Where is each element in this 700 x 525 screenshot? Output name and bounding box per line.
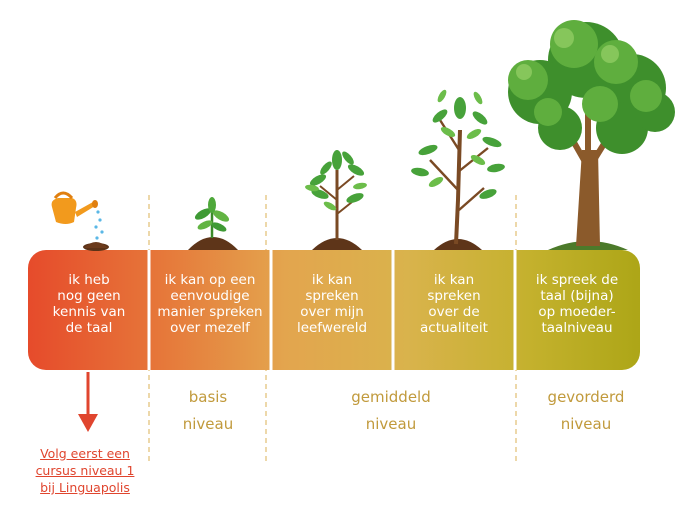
level-gemiddeld: gemiddeld niveau [351,388,431,433]
stage-label-5: ik spreek de taal (bijna) op moeder- taa… [535,272,619,336]
watering-can-icon [51,191,109,251]
level-basis: basis niveau [182,388,234,433]
stage-label-4: ik kan spreken over de actualiteit [420,272,488,336]
course-link[interactable]: Volg eerst een cursus niveau 1 bij Lingu… [35,446,135,495]
stage-label-3: ik kan spreken over mijn leefwereld [296,272,368,336]
medium-tree-icon [411,89,505,250]
progress-bar [28,250,640,370]
level-gevorderd: gevorderd niveau [547,388,625,433]
seedling-icon [188,197,238,250]
stage-label-2: ik kan op een eenvoudige manier spreken … [157,272,263,336]
stage-label-1: ik heb nog geen kennis van de taal [52,272,126,336]
large-tree-icon [508,20,675,250]
arrow-down-icon [78,372,98,432]
small-tree-icon [305,150,367,250]
